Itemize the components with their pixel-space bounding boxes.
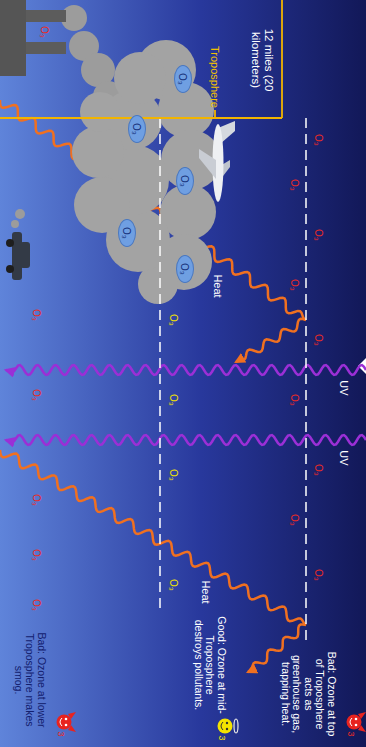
ozone-bubble: O₃: [176, 167, 194, 195]
ozone-bad: O₃: [313, 229, 324, 241]
plane-wing: [199, 149, 216, 179]
heat-wave: [236, 319, 306, 362]
ozone-text: O₃: [122, 227, 133, 239]
cloud-lobe: [80, 92, 120, 132]
ozone-bad: O₃: [313, 569, 324, 581]
ozone-text: O₃: [180, 175, 191, 187]
heat-label: Heat: [200, 580, 212, 603]
factory: [0, 0, 66, 76]
ozone-bad: O₃: [313, 464, 324, 476]
ozone-bad: O₃: [31, 494, 42, 506]
wave-group: [0, 100, 366, 672]
devil-face: [347, 715, 362, 730]
ozone-bad: O₃: [31, 309, 42, 321]
heat-wave: [0, 450, 306, 625]
car-wheel: [6, 265, 14, 273]
uv-ray: [6, 435, 366, 445]
ozone-text: O₃: [132, 123, 143, 135]
uv-ray: [6, 365, 366, 375]
devil-eye: [355, 724, 358, 727]
icon-subscript: 3: [216, 735, 226, 740]
chimney: [24, 42, 66, 54]
heat-label: Heat: [212, 274, 224, 297]
ozone-bubble: O₃: [118, 219, 136, 247]
uv-label: UV: [338, 380, 350, 395]
bad-ozone-icon: [347, 712, 366, 732]
icon-subscript: 3: [345, 731, 355, 736]
ozone-good: O₃: [168, 394, 179, 406]
dashed-boundary: [159, 118, 161, 608]
ozone-bad: O₃: [289, 394, 300, 406]
note-text: Bad: Ozone at top of Troposphere acts as…: [279, 649, 337, 739]
ozone-bad: O₃: [31, 549, 42, 561]
cloud-lobe: [72, 126, 124, 178]
chimney: [24, 10, 66, 22]
ozone-bubble: O₃: [176, 255, 194, 283]
bracket-tick: [281, 0, 283, 118]
smiley-mouth: [221, 722, 223, 730]
ozone-bad: O₃: [31, 389, 42, 401]
layer-label: Troposphere: [209, 46, 221, 108]
ozone-bubble: O₃: [174, 65, 192, 93]
bracket-tick: [214, 110, 216, 118]
devil-eye: [355, 718, 358, 721]
ozone-good: O₃: [168, 469, 179, 481]
ozone-bad: O₃: [289, 279, 300, 291]
layer-boundaries: [160, 118, 306, 640]
ozone-bad: O₃: [31, 599, 42, 611]
ozone-bad: O₃: [313, 134, 324, 146]
devil-eye: [65, 724, 68, 727]
exhaust-puff: [11, 220, 19, 228]
uv-label: UV: [338, 450, 350, 465]
ozone-text: O₃: [180, 263, 191, 275]
ozone-text: O₃: [178, 73, 189, 85]
smiley-face: [218, 719, 233, 734]
exhaust-puff: [15, 209, 25, 219]
note-text: Good: Ozone at mid-Troposphere destroys …: [193, 615, 228, 715]
devil-mouth: [350, 718, 352, 726]
halo: [234, 719, 238, 733]
altitude-label: 12 miles (20 kilometers): [249, 10, 274, 110]
car-wheel: [6, 239, 14, 247]
ozone-good: O₃: [168, 314, 179, 326]
bad-ozone-icon: [57, 712, 77, 732]
ozone-bad: O₃: [39, 26, 50, 38]
ozone-bad: O₃: [289, 179, 300, 191]
car-body: [12, 232, 22, 280]
devil-mouth: [60, 718, 62, 726]
good-ozone-icon: [218, 719, 239, 734]
ozone-bad: O₃: [313, 334, 324, 346]
dashed-boundary: [305, 118, 307, 640]
ozone-good: O₃: [168, 579, 179, 591]
airplane: [199, 121, 235, 202]
altitude-bracket: [0, 0, 282, 118]
factory-building: [0, 0, 26, 76]
devil-eye: [65, 718, 68, 721]
car: [6, 232, 30, 280]
ozone-bubble: O₃: [128, 115, 146, 143]
icon-subscript: 3: [55, 731, 65, 736]
devil-face: [57, 715, 72, 730]
ozone-bad: O₃: [289, 514, 300, 526]
note-text: Bad: Ozone at lower Troposphere makes sm…: [13, 630, 48, 730]
smog-cloud: [72, 40, 221, 304]
smiley-eye: [226, 722, 228, 724]
cloud-lobe: [114, 52, 166, 104]
smiley-eye: [226, 728, 228, 730]
